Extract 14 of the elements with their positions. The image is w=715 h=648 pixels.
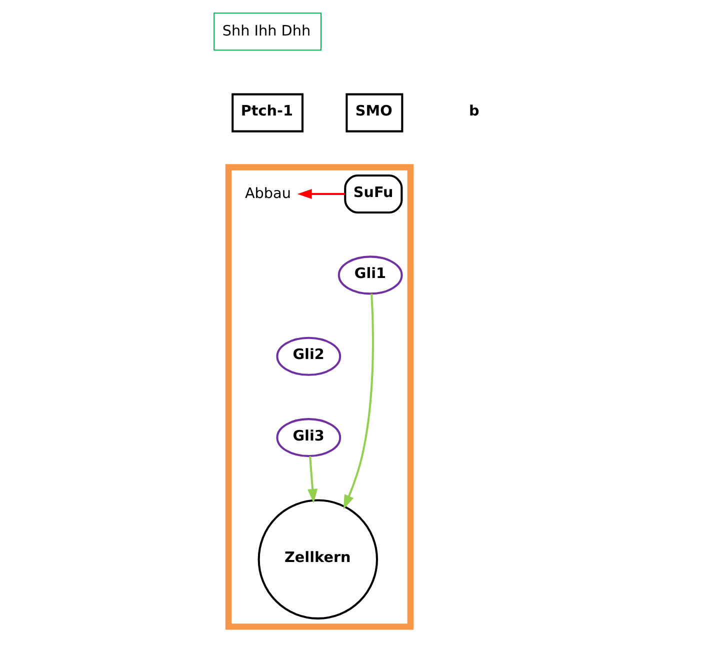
arrow <box>342 294 374 510</box>
node-text: Abbau <box>244 186 290 202</box>
node-circle: Zellkern <box>257 499 378 620</box>
node-box: Ptch-1 <box>231 93 304 132</box>
node-ellipse: Gli3 <box>276 418 341 458</box>
node-box: SuFu <box>344 174 402 214</box>
arrow <box>296 188 344 200</box>
cluster <box>224 164 413 630</box>
node-box: SMO <box>345 93 403 132</box>
arrow <box>307 456 318 504</box>
label: b <box>468 104 479 120</box>
node-ellipse: Gli2 <box>276 336 341 376</box>
node-ellipse: Gli1 <box>337 256 402 295</box>
node-box: Shh Ihh Dhh <box>213 12 322 51</box>
